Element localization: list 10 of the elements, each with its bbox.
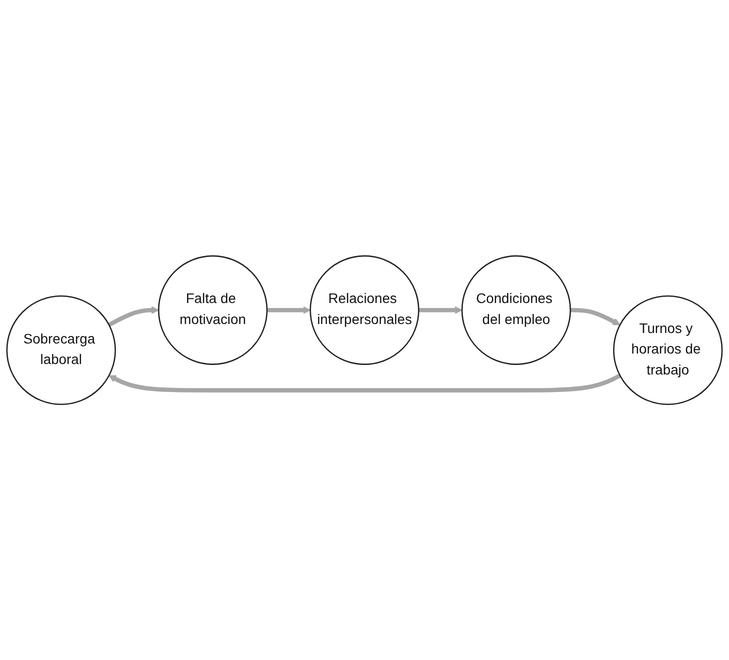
arrow (108, 373, 621, 392)
node-circle: Relaciones interpersonales (310, 255, 420, 365)
node-circle: Sobrecarga laboral (6, 295, 116, 405)
node-circle: Condiciones del empleo (461, 255, 572, 365)
node-circle: Turnos y horarios de trabajo (613, 295, 723, 405)
arrow (108, 306, 159, 327)
arrow (418, 306, 462, 314)
arrow (570, 308, 620, 326)
node-circle: Falta de motivacion (158, 255, 268, 365)
arrow (266, 306, 311, 314)
